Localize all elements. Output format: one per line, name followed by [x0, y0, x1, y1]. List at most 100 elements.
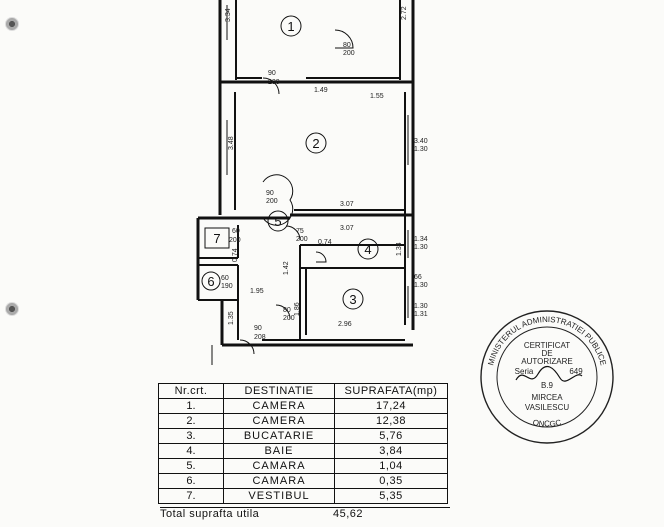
- row-nr: 2.: [158, 413, 224, 429]
- room-label-2: 2: [312, 136, 319, 151]
- door-200-label-7: 200: [229, 237, 241, 244]
- dim-149: 1.49: [314, 87, 328, 94]
- table-row: 1. CAMERA 17,24: [158, 398, 448, 414]
- win-130c: 1.30: [414, 282, 428, 289]
- dim-186: 1.86: [294, 302, 301, 316]
- stamp-line-b9: B.9: [541, 381, 554, 390]
- room-label-5: 5: [274, 214, 281, 229]
- door-208-label-entry: 208: [254, 334, 266, 341]
- room-box-7: [204, 227, 230, 249]
- room-numbers: 1 2 3 4 5 6 7: [201, 15, 379, 310]
- row-nr: 7.: [158, 488, 224, 504]
- table-row: 4. BAIE 3,84: [158, 443, 448, 459]
- door-60-label-6: 60: [221, 275, 229, 282]
- stamp-line-certificat: CERTIFICAT: [524, 341, 570, 350]
- table-header-row: Nr.crt. DESTINATIE SUPRAFATA(mp): [158, 383, 448, 399]
- table-row: 2. CAMERA 12,38: [158, 413, 448, 429]
- total-label: Total suprafta utila: [160, 508, 260, 520]
- door-200-label-top: 200: [268, 79, 280, 86]
- row-destinatie: CAMERA: [223, 398, 335, 414]
- row-suprafata: 17,24: [334, 398, 448, 414]
- door-200-label-b: 200: [283, 315, 295, 322]
- win-130d: 1.30: [414, 303, 428, 310]
- room-circle-5: [267, 210, 289, 232]
- door-75-label: 75: [296, 228, 304, 235]
- table-row: 3. BUCATARIE 5,76: [158, 428, 448, 444]
- total-row: Total suprafta utila 45,62: [160, 507, 450, 520]
- dim-340: 3.40: [414, 138, 428, 145]
- row-nr: 3.: [158, 428, 224, 444]
- stamp-line-autorizare: AUTORIZARE: [521, 357, 572, 366]
- dim-130a: 1.30: [414, 146, 428, 153]
- room-label-3: 3: [349, 292, 356, 307]
- signature-scribble: [515, 365, 583, 382]
- header-suprafata: SUPRAFATA(mp): [334, 383, 448, 399]
- door-80-label-b: 80: [283, 307, 291, 314]
- room-circle-3: [342, 288, 364, 310]
- dim-334: 3.34: [225, 8, 232, 22]
- table-row: 6. CAMARA 0,35: [158, 473, 448, 489]
- win-130b: 1.30: [414, 244, 428, 251]
- room-label-4: 4: [364, 242, 371, 257]
- dim-272: 2.72: [401, 6, 408, 20]
- dim-296: 2.96: [338, 321, 352, 328]
- dimension-labels: 3.34 2.72 80 200 90 200 1.49 1.55 3.48 3…: [221, 6, 428, 341]
- door-200-label-5: 200: [296, 236, 308, 243]
- dim-155: 1.55: [370, 93, 384, 100]
- dim-307a: 3.07: [340, 201, 354, 208]
- room-circle-6: [201, 271, 221, 291]
- dim-135: 1.35: [228, 311, 235, 325]
- room-circle-1: [280, 15, 302, 37]
- row-suprafata: 0,35: [334, 473, 448, 489]
- row-nr: 5.: [158, 458, 224, 474]
- door-60-label: 60: [232, 228, 240, 235]
- win-66: 66: [414, 274, 422, 281]
- dim-074a: 0.74: [318, 239, 332, 246]
- stamp-serial: 649: [569, 367, 583, 376]
- row-suprafata: 5,76: [334, 428, 448, 444]
- door-200-label-mid: 200: [266, 198, 278, 205]
- stamp-name-1: MIRCEA: [531, 393, 563, 402]
- header-nr: Nr.crt.: [158, 383, 224, 399]
- dim-348: 3.48: [228, 136, 235, 150]
- certification-stamp: MINISTERUL ADMINISTRATIEI PUBLICE ONCGC …: [480, 310, 614, 444]
- stamp-line-seria: Seria: [515, 367, 534, 376]
- row-suprafata: 12,38: [334, 413, 448, 429]
- table-row: 5. CAMARA 1,04: [158, 458, 448, 474]
- punch-hole-middle: [5, 302, 19, 316]
- win-134: 1.34: [414, 236, 428, 243]
- door-200-label: 200: [343, 50, 355, 57]
- row-nr: 6.: [158, 473, 224, 489]
- door-190-label-6: 190: [221, 283, 233, 290]
- room-circle-4: [357, 238, 379, 260]
- room-label-6: 6: [207, 274, 214, 289]
- row-destinatie: CAMERA: [223, 413, 335, 429]
- row-destinatie: BAIE: [223, 443, 335, 459]
- row-nr: 1.: [158, 398, 224, 414]
- room-label-7: 7: [213, 231, 220, 246]
- dim-074b: 0.74: [232, 248, 239, 262]
- dim-142: 1.42: [283, 261, 290, 275]
- punch-hole-top: [5, 17, 19, 31]
- room-label-1: 1: [287, 19, 294, 34]
- row-destinatie: BUCATARIE: [223, 428, 335, 444]
- surface-table: Nr.crt. DESTINATIE SUPRAFATA(mp) 1. CAME…: [158, 383, 448, 504]
- room-circle-2: [305, 132, 327, 154]
- table-row: 7. VESTIBUL 5,35: [158, 488, 448, 504]
- row-destinatie: VESTIBUL: [223, 488, 335, 504]
- door-80-label: 80: [343, 42, 351, 49]
- header-destinatie: DESTINATIE: [223, 383, 335, 399]
- row-suprafata: 5,35: [334, 488, 448, 504]
- dim-134: 1.34: [396, 242, 403, 256]
- floor-plan: 1 2 3 4 5 6 7 3.34 2.72 80 200 90 200 1.…: [196, 0, 428, 365]
- dim-195: 1.95: [250, 288, 264, 295]
- stamp-ring-bottom: ONCGC: [532, 418, 563, 429]
- win-131: 1.31: [414, 311, 428, 318]
- door-90-label-entry: 90: [254, 325, 262, 332]
- door-90-label-top: 90: [268, 70, 276, 77]
- row-nr: 4.: [158, 443, 224, 459]
- row-destinatie: CAMARA: [223, 458, 335, 474]
- total-value: 45,62: [333, 508, 364, 520]
- row-suprafata: 1,04: [334, 458, 448, 474]
- stamp-name-2: VASILESCU: [525, 403, 570, 412]
